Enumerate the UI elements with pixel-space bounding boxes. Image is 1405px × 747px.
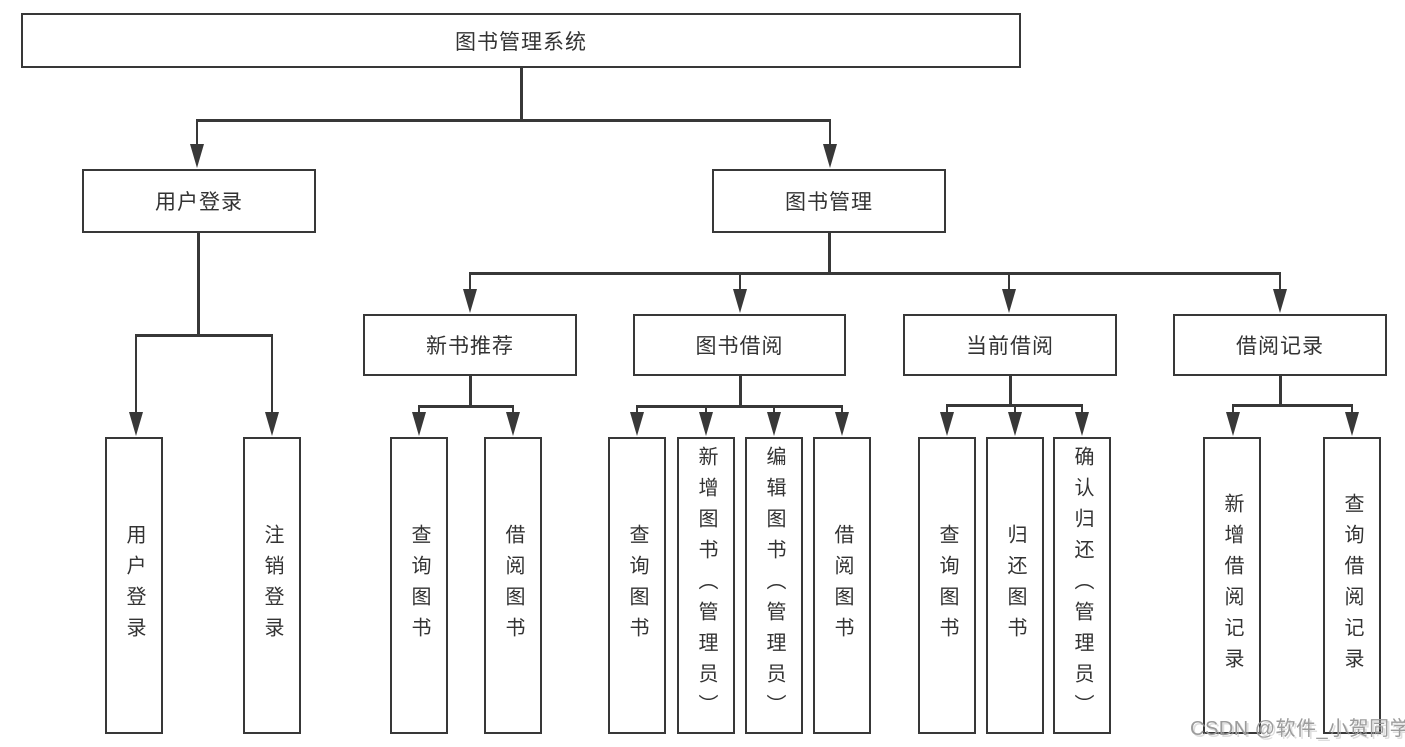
arrow-to-borrow-books-1 [506,407,520,436]
leaf-return-book-label: 归还图书 [1004,523,1026,648]
arrow-to-return-book [1008,406,1022,436]
arrow-to-borrow-records [1273,274,1287,313]
arrow-to-new-book-recommend [463,274,477,313]
connector-borrow-records-stem [1279,375,1282,406]
node-library-system-label: 图书管理系统 [455,30,587,54]
node-new-book-recommend: 新书推荐 [363,314,577,376]
node-borrow-records: 借阅记录 [1173,314,1387,376]
leaf-edit-book-admin-label: 编辑图书（管理员） [763,446,785,725]
leaf-user-login-label: 用户登录 [123,523,145,648]
leaf-return-book: 归还图书 [986,437,1044,734]
arrow-to-add-book [699,407,713,436]
connector-current-borrow-stem [1009,375,1012,406]
node-user-login: 用户登录 [82,169,316,233]
leaf-confirm-return-admin: 确认归还（管理员） [1053,437,1111,734]
arrow-to-leaf-logout [265,336,279,436]
arrow-to-edit-book [767,407,781,436]
leaf-query-books-current: 查询图书 [918,437,976,734]
connector-user-login-stem [197,232,200,335]
leaf-query-borrow-record-label: 查询借阅记录 [1341,492,1363,679]
arrow-to-query-borrow-record [1345,406,1359,436]
arrow-to-user-login [190,121,204,168]
connector-book-mgmt-stem [828,232,831,274]
leaf-borrow-books-newbook: 借阅图书 [484,437,542,734]
leaf-query-books-current-label: 查询图书 [936,523,958,648]
arrow-to-confirm-return [1075,406,1089,436]
arrow-to-leaf-user-login [129,336,143,436]
leaf-query-borrow-record: 查询借阅记录 [1323,437,1381,734]
node-book-borrow: 图书借阅 [633,314,846,376]
node-borrow-records-label: 借阅记录 [1236,335,1324,358]
leaf-edit-book-admin: 编辑图书（管理员） [745,437,803,734]
leaf-query-books-borrow: 查询图书 [608,437,666,734]
leaf-add-book-admin: 新增图书（管理员） [677,437,735,734]
leaf-add-borrow-record: 新增借阅记录 [1203,437,1261,734]
leaf-add-borrow-record-label: 新增借阅记录 [1221,492,1243,679]
connector-new-book-stem [469,375,472,407]
leaf-borrow-books-borrow-label: 借阅图书 [831,523,853,648]
arrow-to-borrow-books-2 [835,407,849,436]
node-book-management: 图书管理 [712,169,946,233]
arrow-to-query-books-1 [412,407,426,436]
arrow-to-query-books-2 [630,407,644,436]
arrow-to-book-borrow [733,274,747,313]
connector-root-stem [520,67,523,120]
csdn-watermark: CSDN @软件_小贺同学 [1190,718,1405,740]
leaf-add-book-admin-label: 新增图书（管理员） [695,446,717,725]
leaf-user-login: 用户登录 [105,437,163,734]
leaf-logout: 注销登录 [243,437,301,734]
node-current-borrow: 当前借阅 [903,314,1117,376]
leaf-query-books-borrow-label: 查询图书 [626,523,648,648]
arrow-to-add-borrow-record [1226,406,1240,436]
connector-book-borrow-stem [739,375,742,407]
leaf-logout-label: 注销登录 [261,523,283,648]
connector-user-login-bar [135,334,273,337]
connector-book-borrow-bar [636,405,843,408]
leaf-borrow-books-newbook-label: 借阅图书 [502,523,524,648]
leaf-confirm-return-admin-label: 确认归还（管理员） [1071,446,1093,725]
leaf-query-books-newbook-label: 查询图书 [408,523,430,648]
arrow-to-query-books-3 [940,406,954,436]
node-new-book-recommend-label: 新书推荐 [426,335,514,358]
connector-current-borrow-bar [946,404,1083,407]
arrow-to-book-management [823,121,837,168]
connector-book-mgmt-bar [469,272,1281,275]
node-library-system: 图书管理系统 [21,13,1021,68]
node-book-borrow-label: 图书借阅 [695,335,784,358]
node-book-management-label: 图书管理 [785,191,873,214]
connector-root-bar [196,119,831,122]
leaf-borrow-books-borrow: 借阅图书 [813,437,871,734]
connector-new-book-bar [418,405,514,408]
node-user-login-label: 用户登录 [155,191,243,214]
arrow-to-current-borrow [1002,274,1016,313]
connector-borrow-records-bar [1232,404,1353,407]
leaf-query-books-newbook: 查询图书 [390,437,448,734]
node-current-borrow-label: 当前借阅 [966,335,1054,358]
